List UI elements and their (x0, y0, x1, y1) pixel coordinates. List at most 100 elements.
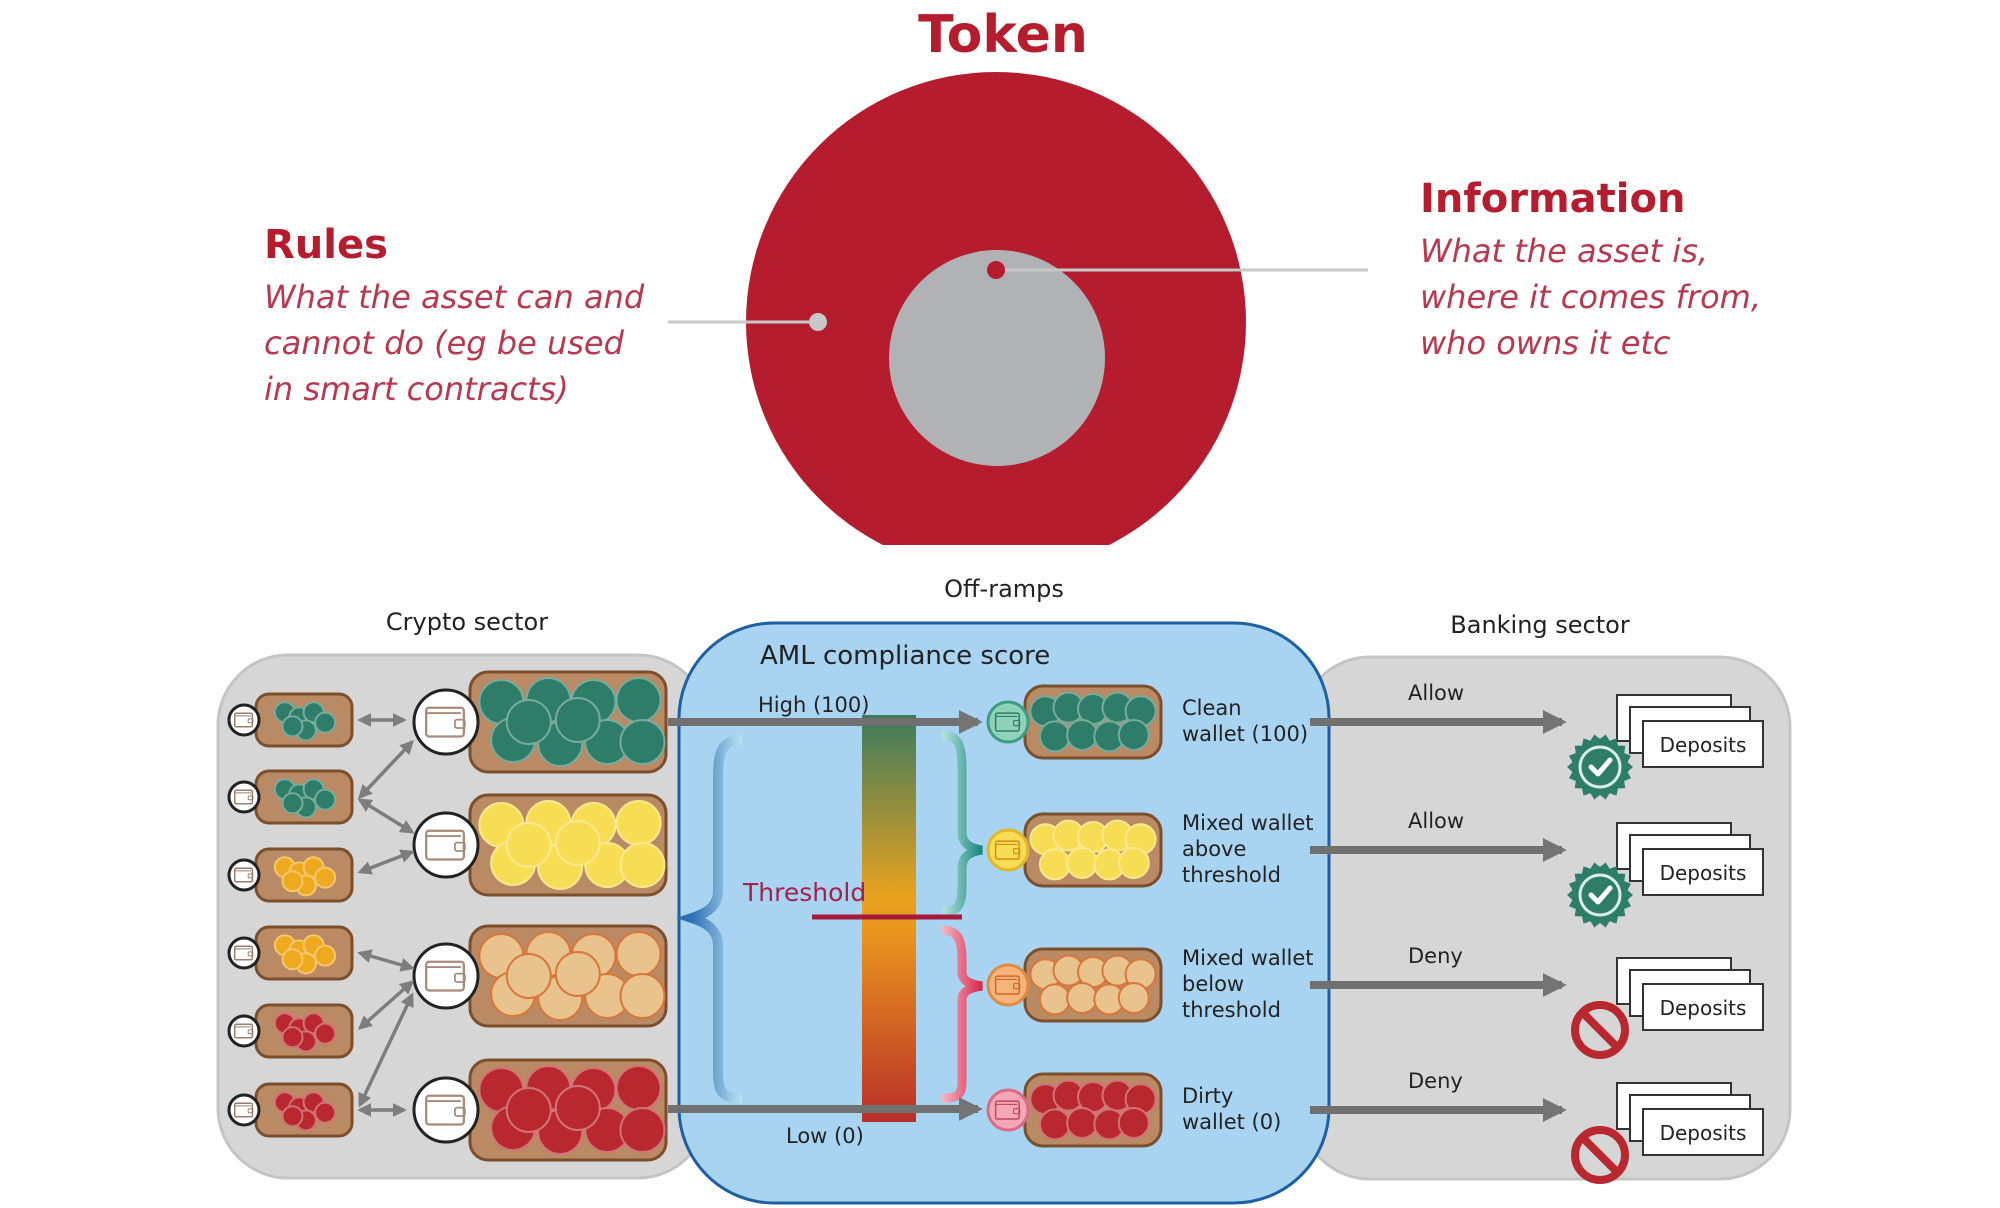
wallet-label-line: above (1182, 837, 1246, 861)
coin (615, 677, 662, 723)
coin (619, 842, 666, 888)
coin-tray (1023, 812, 1163, 888)
wallet-clasp (1013, 719, 1021, 727)
lower-right-brace-icon (941, 925, 983, 1103)
wallet-body (425, 960, 465, 992)
crypto-sector-contents (227, 670, 668, 1162)
coin (1117, 1106, 1150, 1139)
wallet-body (994, 1100, 1020, 1120)
wallet-icon (986, 963, 1030, 1007)
wallet-badge (412, 688, 480, 756)
wallet-clasp (454, 1106, 466, 1117)
coin (1038, 983, 1071, 1016)
wallet-badge (986, 1088, 1030, 1132)
coin (505, 822, 552, 868)
wallet-clasp (454, 972, 466, 983)
transfer-arrow (358, 992, 414, 1108)
banking-sector-contents: AllowDepositsAllowDepositsDenyDepositsDe… (1310, 681, 1764, 1184)
coin (619, 719, 666, 765)
coin (1038, 720, 1071, 753)
wallet-badge (227, 1093, 261, 1127)
deposit-card (1642, 720, 1764, 768)
deposits-label: Deposits (1660, 733, 1747, 757)
information-desc-line: who owns it etc (1420, 324, 1671, 362)
seal-ring (1578, 873, 1622, 917)
deposits-stack: Deposits (1616, 694, 1764, 768)
wallet-badge (227, 1014, 261, 1048)
wallet-badge (227, 858, 261, 892)
coin-tray (254, 925, 354, 981)
transfer-arrow (358, 739, 414, 800)
off-ramps-label: Off-ramps (944, 575, 1064, 603)
crypto-small-wallet (227, 769, 354, 825)
wallet-body (425, 706, 465, 738)
coin (314, 866, 337, 889)
wallet-badge (986, 963, 1030, 1007)
coin (554, 697, 601, 743)
coin (281, 715, 304, 738)
coin (1117, 846, 1150, 879)
wallet-badge (412, 942, 480, 1010)
decision-label: Deny (1408, 944, 1463, 968)
denied-icon (1571, 1001, 1629, 1059)
wallet-clasp (247, 718, 254, 724)
coin (615, 931, 662, 977)
wallet-label-line: Clean (1182, 696, 1242, 720)
coin-tray (254, 1003, 354, 1059)
coin (1066, 846, 1099, 879)
wallet-icon (412, 942, 480, 1010)
coin (314, 1101, 337, 1124)
information-heading: Information (1420, 176, 1685, 222)
information-callout: Information What the asset is, where it … (1420, 176, 1761, 362)
information-connector-dot (987, 261, 1005, 279)
coin (1038, 1108, 1071, 1141)
left-brace-icon (676, 735, 743, 1103)
rules-callout: Rules What the asset can and cannot do (… (264, 222, 645, 408)
coin (505, 953, 552, 999)
coin-tray (254, 847, 354, 903)
wallet-clasp (1013, 1107, 1021, 1115)
crypto-main-wallet (412, 924, 668, 1028)
coin (505, 699, 552, 745)
deposits-label: Deposits (1660, 1121, 1747, 1145)
rules-desc-line: in smart contracts) (264, 370, 569, 408)
information-desc-line: where it comes from, (1420, 278, 1761, 316)
coin-tray (254, 692, 354, 748)
rules-connector-dot (809, 313, 827, 331)
wallet-badge (986, 828, 1030, 872)
token-title: Token (918, 5, 1088, 65)
wallet-label-line: Dirty (1182, 1084, 1233, 1108)
wallet-clasp (454, 841, 466, 852)
coin-tray (468, 793, 668, 897)
wallet-clasp (1013, 982, 1021, 990)
wallet-icon (227, 703, 261, 737)
coin-tray (1023, 1072, 1163, 1148)
coin (505, 1087, 552, 1133)
transfer-arrow (357, 849, 415, 875)
wallet-label-line: wallet (100) (1182, 722, 1308, 746)
approved-seal-icon (1567, 734, 1633, 800)
transfer-arrow (357, 798, 415, 834)
crypto-main-wallet (412, 1058, 668, 1162)
seal-ring (1578, 745, 1622, 789)
wallet-clasp (247, 951, 254, 957)
wallet-clasp (1013, 847, 1021, 855)
denied-ring (1571, 1126, 1629, 1184)
deposits-label: Deposits (1660, 996, 1747, 1020)
wallet-icon (227, 1093, 261, 1127)
coin-tray (254, 1082, 354, 1138)
information-desc-line: What the asset is, (1420, 232, 1708, 270)
coin-tray (468, 670, 668, 774)
wallet-body (994, 712, 1020, 732)
denied-icon (1571, 1126, 1629, 1184)
check-mark (1588, 757, 1613, 777)
decision-label: Allow (1408, 809, 1464, 833)
coin (554, 1085, 601, 1131)
wallet-badge (227, 780, 261, 814)
wallet-label-line: below (1182, 972, 1244, 996)
seal-shape (1567, 734, 1633, 800)
